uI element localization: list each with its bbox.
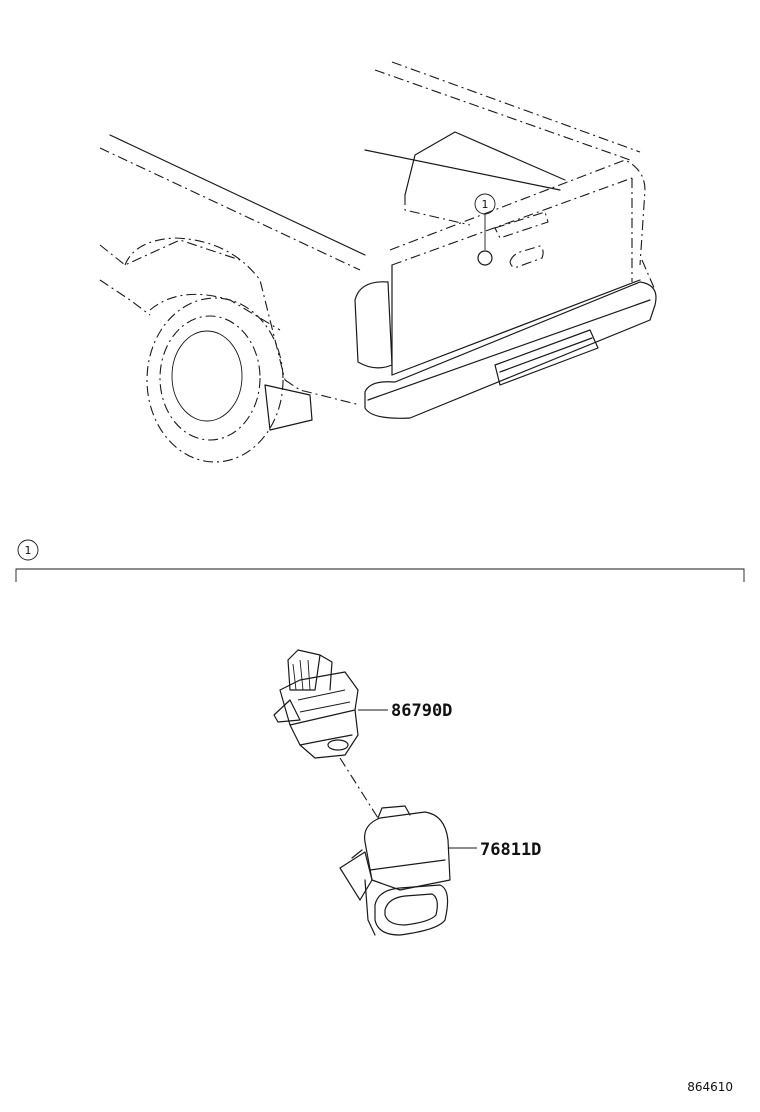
camera-location-marker	[477, 250, 493, 266]
part-number-86790D: 86790D	[391, 701, 452, 721]
section-bracket: 1	[15, 539, 745, 582]
rear-camera-illustration	[273, 649, 388, 759]
vehicle-callout-number: 1	[482, 198, 489, 211]
assembly-guide-line	[339, 757, 379, 819]
vehicle-callout-circle	[474, 193, 496, 215]
camera-cover-illustration	[339, 805, 477, 936]
section-callout-circle	[17, 539, 39, 561]
diagram-code: 864610	[687, 1080, 733, 1094]
part-number-76811D: 76811D	[480, 840, 541, 860]
section-callout-number: 1	[25, 544, 32, 557]
truck-rear-illustration: 1	[99, 61, 657, 463]
